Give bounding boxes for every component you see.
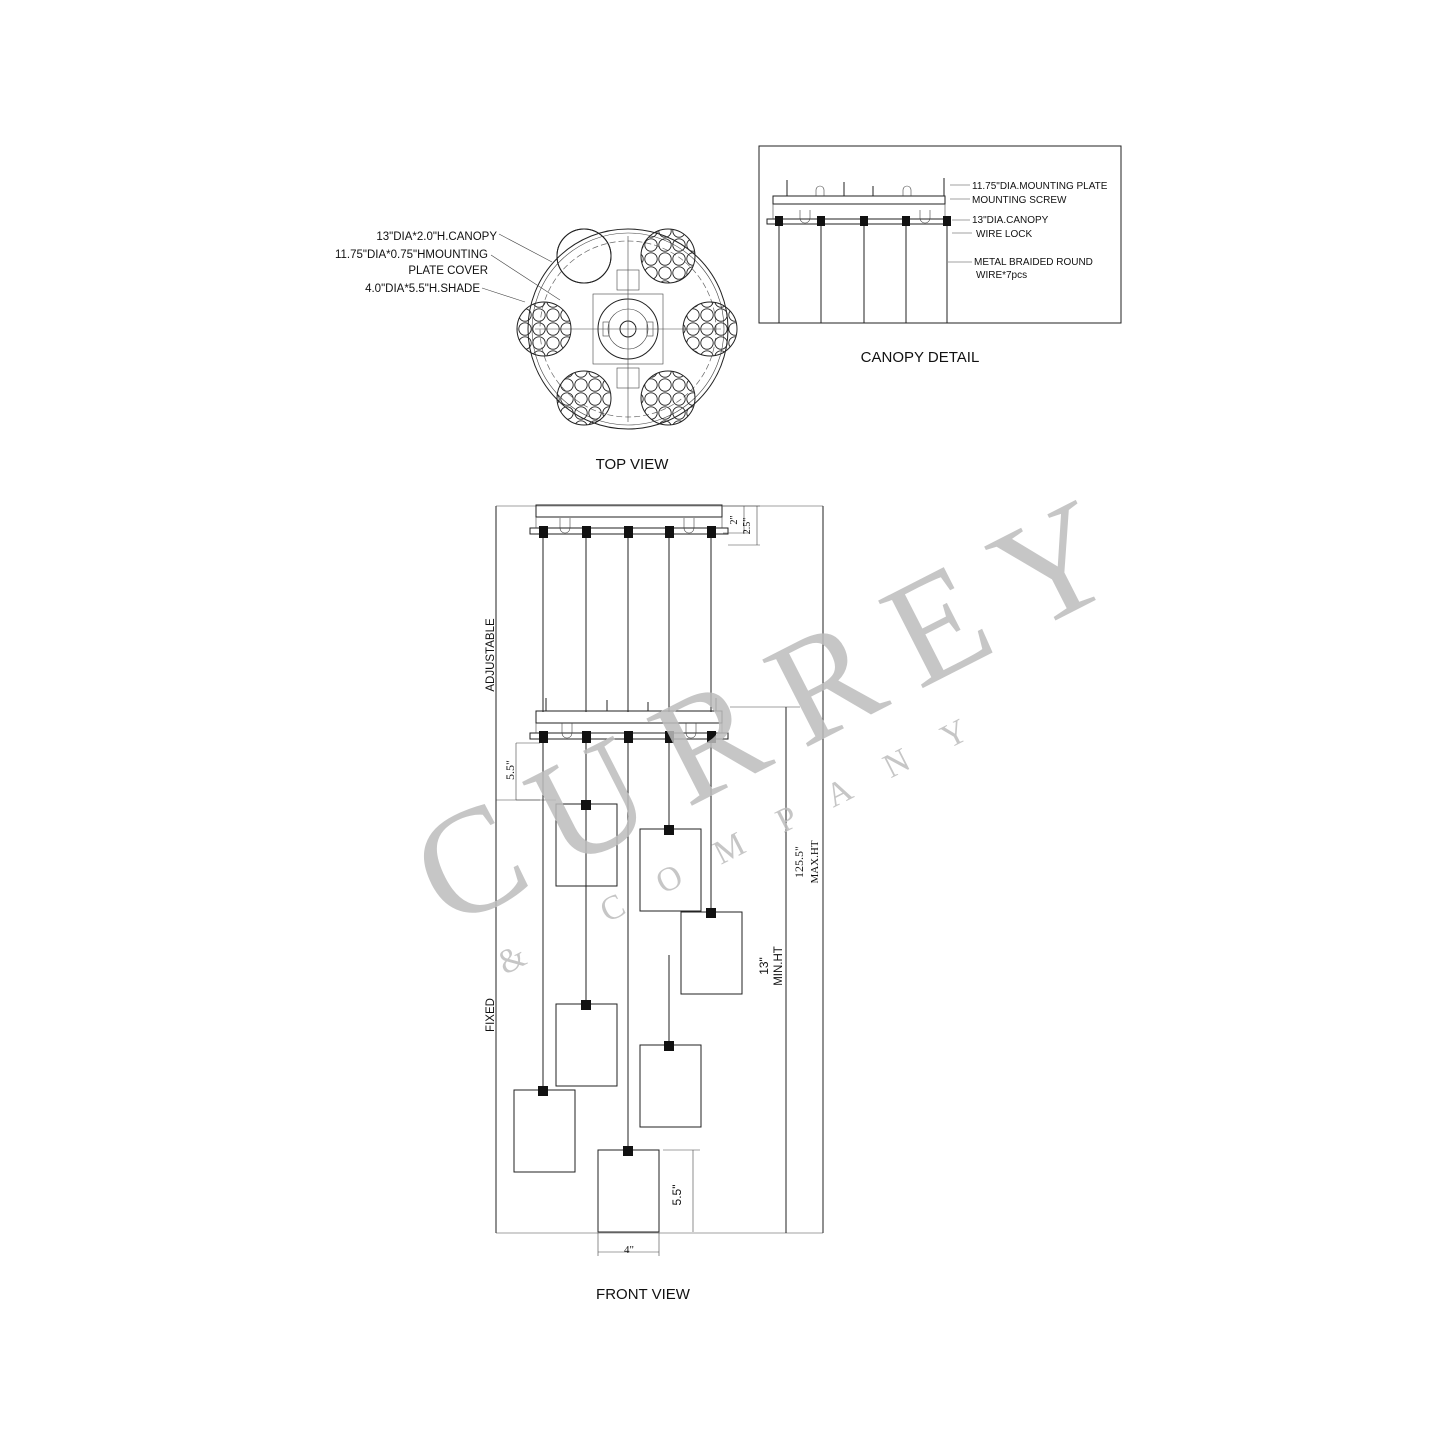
- top-label-plate-cover-2: PLATE COVER: [408, 265, 488, 277]
- front-view-title: FRONT VIEW: [596, 1286, 691, 1303]
- dim-2: 2": [729, 515, 740, 524]
- cd-label-wire-2: WIRE*7pcs: [976, 270, 1027, 281]
- top-label-plate-cover-1: 11.75"DIA*0.75"HMOUNTING: [335, 249, 488, 261]
- dim-min-value: 13": [757, 957, 771, 975]
- top-view-title: TOP VIEW: [596, 456, 670, 473]
- cd-label-mounting-screw: MOUNTING SCREW: [972, 195, 1067, 206]
- dim-shade-h: 5.5": [670, 1185, 684, 1206]
- dim-2-5: 2.5": [742, 518, 753, 535]
- shade-2: [639, 825, 702, 912]
- top-shades: [516, 228, 738, 426]
- dim-min-text: MIN.HT: [773, 946, 785, 986]
- front-top-canopy: [529, 504, 729, 538]
- cd-label-wire-1: METAL BRAIDED ROUND: [974, 257, 1093, 268]
- shade-4: [555, 1000, 618, 1087]
- top-view: 13"DIA*2.0"H.CANOPY 11.75"DIA*0.75"HMOUN…: [335, 228, 738, 473]
- shade-7: [597, 1146, 660, 1233]
- canopy-detail: 11.75"DIA.MOUNTING PLATE MOUNTING SCREW …: [758, 145, 1122, 366]
- label-adjustable: ADJUSTABLE: [485, 618, 497, 692]
- shade-5: [639, 1041, 702, 1128]
- cd-label-wire-lock: WIRE LOCK: [976, 229, 1032, 240]
- canopy-detail-title: CANOPY DETAIL: [861, 349, 980, 366]
- top-label-canopy: 13"DIA*2.0"H.CANOPY: [376, 231, 497, 243]
- shade-1: [555, 800, 618, 887]
- dim-shade-w: 4": [624, 1244, 634, 1256]
- watermark-brand: CURREY: [388, 454, 1166, 960]
- shade-6: [513, 1086, 576, 1173]
- label-fixed: FIXED: [485, 998, 497, 1032]
- center-bracket: [535, 236, 721, 422]
- front-view: 2" 2.5" ADJUSTABLE 5.5" FIXED 125.5" MAX…: [485, 504, 824, 1303]
- fixed-wires: [542, 743, 712, 1150]
- shade-3: [680, 908, 743, 995]
- dim-5-5-left: 5.5": [503, 760, 517, 780]
- top-label-shade: 4.0"DIA*5.5"H.SHADE: [365, 283, 480, 295]
- dim-max-text: MAX.HT: [809, 840, 821, 883]
- dim-max-value: 125.5": [792, 846, 806, 878]
- front-lower-canopy: [529, 698, 729, 743]
- currey-watermark: CURREY & COMPANY: [388, 454, 1166, 983]
- cd-label-canopy: 13"DIA.CANOPY: [972, 215, 1049, 226]
- front-shades: [513, 800, 743, 1233]
- canopy-detail-frame: [758, 145, 1122, 324]
- adjustable-wires: [542, 538, 712, 712]
- cd-label-mounting-plate: 11.75"DIA.MOUNTING PLATE: [972, 181, 1108, 192]
